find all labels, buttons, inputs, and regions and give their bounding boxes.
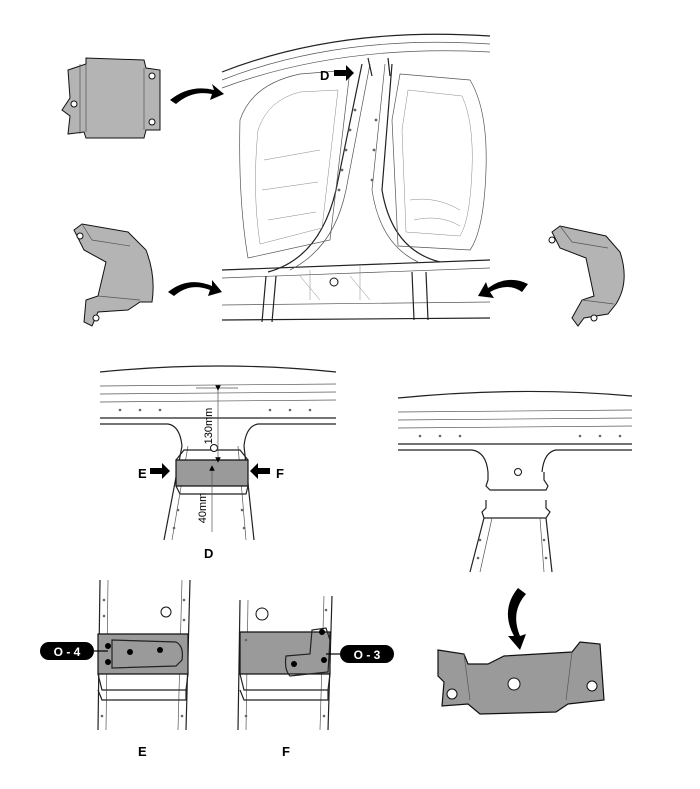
view-d-label: D (320, 68, 329, 83)
caption-e: E (138, 744, 147, 759)
curved-arrow-icon (507, 588, 526, 650)
badge-o4: O - 4 (40, 642, 108, 660)
curved-arrow-icon (168, 280, 222, 296)
dimension-upper: 130mm (203, 408, 215, 445)
dimension-lower: 40mm (197, 493, 209, 524)
curved-arrow-icon (478, 279, 528, 298)
badge-o4-text: O - 4 (54, 645, 81, 659)
badge-o3-text: O - 3 (354, 648, 381, 662)
replacement-bracket (437, 641, 605, 715)
caption-f: F (282, 744, 290, 759)
direction-arrow-icon (334, 65, 354, 81)
detail-d-view: 130mm 40mm E F D (99, 365, 337, 561)
detail-f-view: O - 3 F (237, 595, 394, 759)
replacement-patch-lower-right (548, 225, 625, 327)
replacement-patch-lower-left (73, 223, 154, 327)
replacement-patch-upper (61, 57, 161, 139)
badge-o3: O - 3 (326, 645, 394, 663)
body-side-view: D (221, 33, 491, 323)
view-f-label: F (276, 466, 284, 481)
curved-arrow-icon (170, 84, 224, 104)
direction-arrow-icon (150, 463, 170, 479)
pillar-section-removed-view (397, 390, 633, 573)
caption-d: D (204, 546, 213, 561)
view-e-label: E (138, 466, 147, 481)
direction-arrow-icon (250, 463, 270, 479)
detail-e-view: O - 4 E (40, 579, 191, 759)
